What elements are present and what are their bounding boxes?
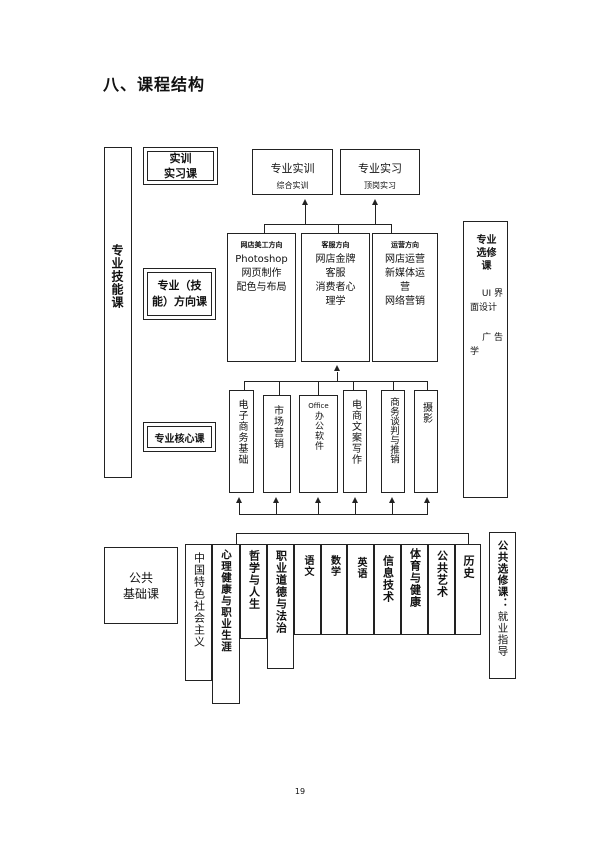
public-course-art: 公共艺术 bbox=[428, 544, 455, 635]
training-label-1: 实训 bbox=[169, 152, 192, 165]
core-label: 专业核心课 bbox=[154, 433, 205, 445]
direction-art-line-1: Photoshop bbox=[235, 254, 288, 265]
public-course-it-label: 信息技术 bbox=[381, 555, 395, 603]
core-course-office-prefix: Office bbox=[308, 402, 329, 410]
core-course-negotiation: 商务谈判与推销 bbox=[381, 390, 405, 493]
public-course-ethics-label: 职业道德与法治 bbox=[274, 550, 288, 634]
public-course-art-label: 公共艺术 bbox=[435, 550, 449, 598]
public-course-english-label: 英语 bbox=[355, 557, 366, 579]
public-course-ethics: 职业道德与法治 bbox=[267, 544, 294, 669]
direction-box-service: 客服方向 网店金牌 客服 消费者心 理学 bbox=[301, 233, 370, 362]
public-course-psychology: 心理健康与职业生涯 bbox=[212, 544, 240, 704]
elective-title-1: 专业 bbox=[476, 235, 497, 246]
core-course-ecommerce-label: 电子商务基础 bbox=[236, 399, 247, 465]
top-box-internship-sub: 顶岗实习 bbox=[364, 181, 396, 190]
direction-art-line-3: 配色与布局 bbox=[236, 282, 287, 293]
direction-operation-line-4: 网络营销 bbox=[385, 296, 425, 307]
training-label-2: 实习课 bbox=[164, 167, 197, 180]
public-elective-box: 公共选修课： 就业指导 bbox=[489, 532, 516, 679]
elective-box: 专业 选修 课 UI 界 面设计 广 告 学 bbox=[463, 221, 508, 498]
public-basic-label-2: 基础课 bbox=[122, 586, 159, 601]
public-basic-box: 公共 基础课 bbox=[104, 547, 178, 624]
public-course-chinese: 语文 bbox=[294, 544, 321, 635]
direction-art-title: 网店美工方向 bbox=[240, 241, 283, 249]
public-course-english: 英语 bbox=[347, 544, 374, 635]
direction-operation-title: 运营方向 bbox=[391, 241, 419, 249]
core-course-office: Office 办公软件 bbox=[299, 395, 338, 493]
elective-item-2a: 广 告 bbox=[482, 333, 503, 343]
public-course-history-label: 历史 bbox=[462, 555, 475, 579]
top-box-internship: 专业实习 顶岗实习 bbox=[340, 149, 420, 195]
elective-title-3: 课 bbox=[481, 261, 492, 272]
public-course-philosophy: 哲学与人生 bbox=[240, 544, 267, 639]
core-course-ecommerce: 电子商务基础 bbox=[229, 390, 254, 493]
core-course-copywriting: 电商文案写作 bbox=[343, 390, 367, 493]
public-elective-item: 就业指导 bbox=[496, 611, 509, 657]
top-box-training-title: 专业实训 bbox=[270, 162, 315, 175]
professional-skills-box: 专业技能课 bbox=[104, 147, 132, 478]
public-course-it: 信息技术 bbox=[374, 544, 401, 635]
direction-service-line-2: 客服 bbox=[325, 268, 346, 279]
core-course-photography: 摄影 bbox=[414, 390, 438, 493]
core-course-negotiation-label: 商务谈判与推销 bbox=[388, 397, 399, 464]
direction-service-line-3: 消费者心 bbox=[315, 282, 356, 293]
direction-label-2: 能）方向课 bbox=[152, 295, 207, 308]
direction-label-1: 专业（技 bbox=[157, 279, 202, 292]
section-heading: 八、课程结构 bbox=[103, 75, 206, 94]
direction-service-line-1: 网店金牌 bbox=[315, 254, 356, 265]
public-course-chinese-label: 语文 bbox=[302, 555, 313, 577]
training-category-box: 实训 实习课 bbox=[143, 147, 218, 185]
public-course-pe-label: 体育与健康 bbox=[408, 548, 422, 608]
elective-title-2: 选修 bbox=[476, 248, 497, 259]
direction-category-box: 专业（技 能）方向课 bbox=[143, 268, 216, 320]
direction-service-line-4: 理学 bbox=[325, 296, 346, 307]
public-course-history: 历史 bbox=[455, 544, 481, 635]
direction-operation-line-3: 营 bbox=[400, 282, 410, 293]
public-course-socialism-label: 中国特色社会主义 bbox=[192, 552, 206, 648]
professional-skills-label: 专业技能课 bbox=[110, 244, 124, 309]
public-course-philosophy-label: 哲学与人生 bbox=[247, 550, 261, 610]
page-number: 19 bbox=[294, 787, 306, 796]
public-course-socialism: 中国特色社会主义 bbox=[185, 544, 212, 681]
top-box-internship-title: 专业实习 bbox=[358, 162, 402, 175]
direction-operation-line-2: 新媒体运 bbox=[385, 268, 425, 279]
top-box-training: 专业实训 综合实训 bbox=[252, 149, 333, 195]
core-course-marketing: 市场营销 bbox=[263, 395, 291, 493]
core-course-marketing-label: 市场营销 bbox=[271, 405, 283, 449]
public-course-pe: 体育与健康 bbox=[401, 544, 428, 635]
top-box-training-sub: 综合实训 bbox=[276, 181, 309, 190]
core-course-office-label: 办公软件 bbox=[313, 411, 323, 451]
direction-service-title: 客服方向 bbox=[321, 241, 350, 249]
elective-item-2b: 学 bbox=[470, 347, 480, 357]
public-course-math: 数学 bbox=[321, 544, 347, 635]
direction-art-line-2: 网页制作 bbox=[241, 268, 282, 279]
direction-operation-line-1: 网店运营 bbox=[385, 254, 425, 265]
elective-item-1b: 面设计 bbox=[470, 303, 498, 313]
core-course-photography-label: 摄影 bbox=[420, 402, 432, 424]
public-elective-title: 公共选修课： bbox=[496, 540, 509, 609]
public-basic-label-1: 公共 bbox=[128, 570, 153, 585]
core-course-copywriting-label: 电商文案写作 bbox=[349, 399, 361, 465]
direction-box-operation: 运营方向 网店运营 新媒体运 营 网络营销 bbox=[372, 233, 438, 362]
public-course-psychology-label: 心理健康与职业生涯 bbox=[220, 549, 232, 653]
direction-box-art: 网店美工方向 Photoshop 网页制作 配色与布局 bbox=[227, 233, 296, 362]
public-course-math-label: 数学 bbox=[328, 555, 340, 577]
core-category-box: 专业核心课 bbox=[143, 422, 216, 452]
elective-item-1a: UI 界 bbox=[481, 289, 503, 299]
